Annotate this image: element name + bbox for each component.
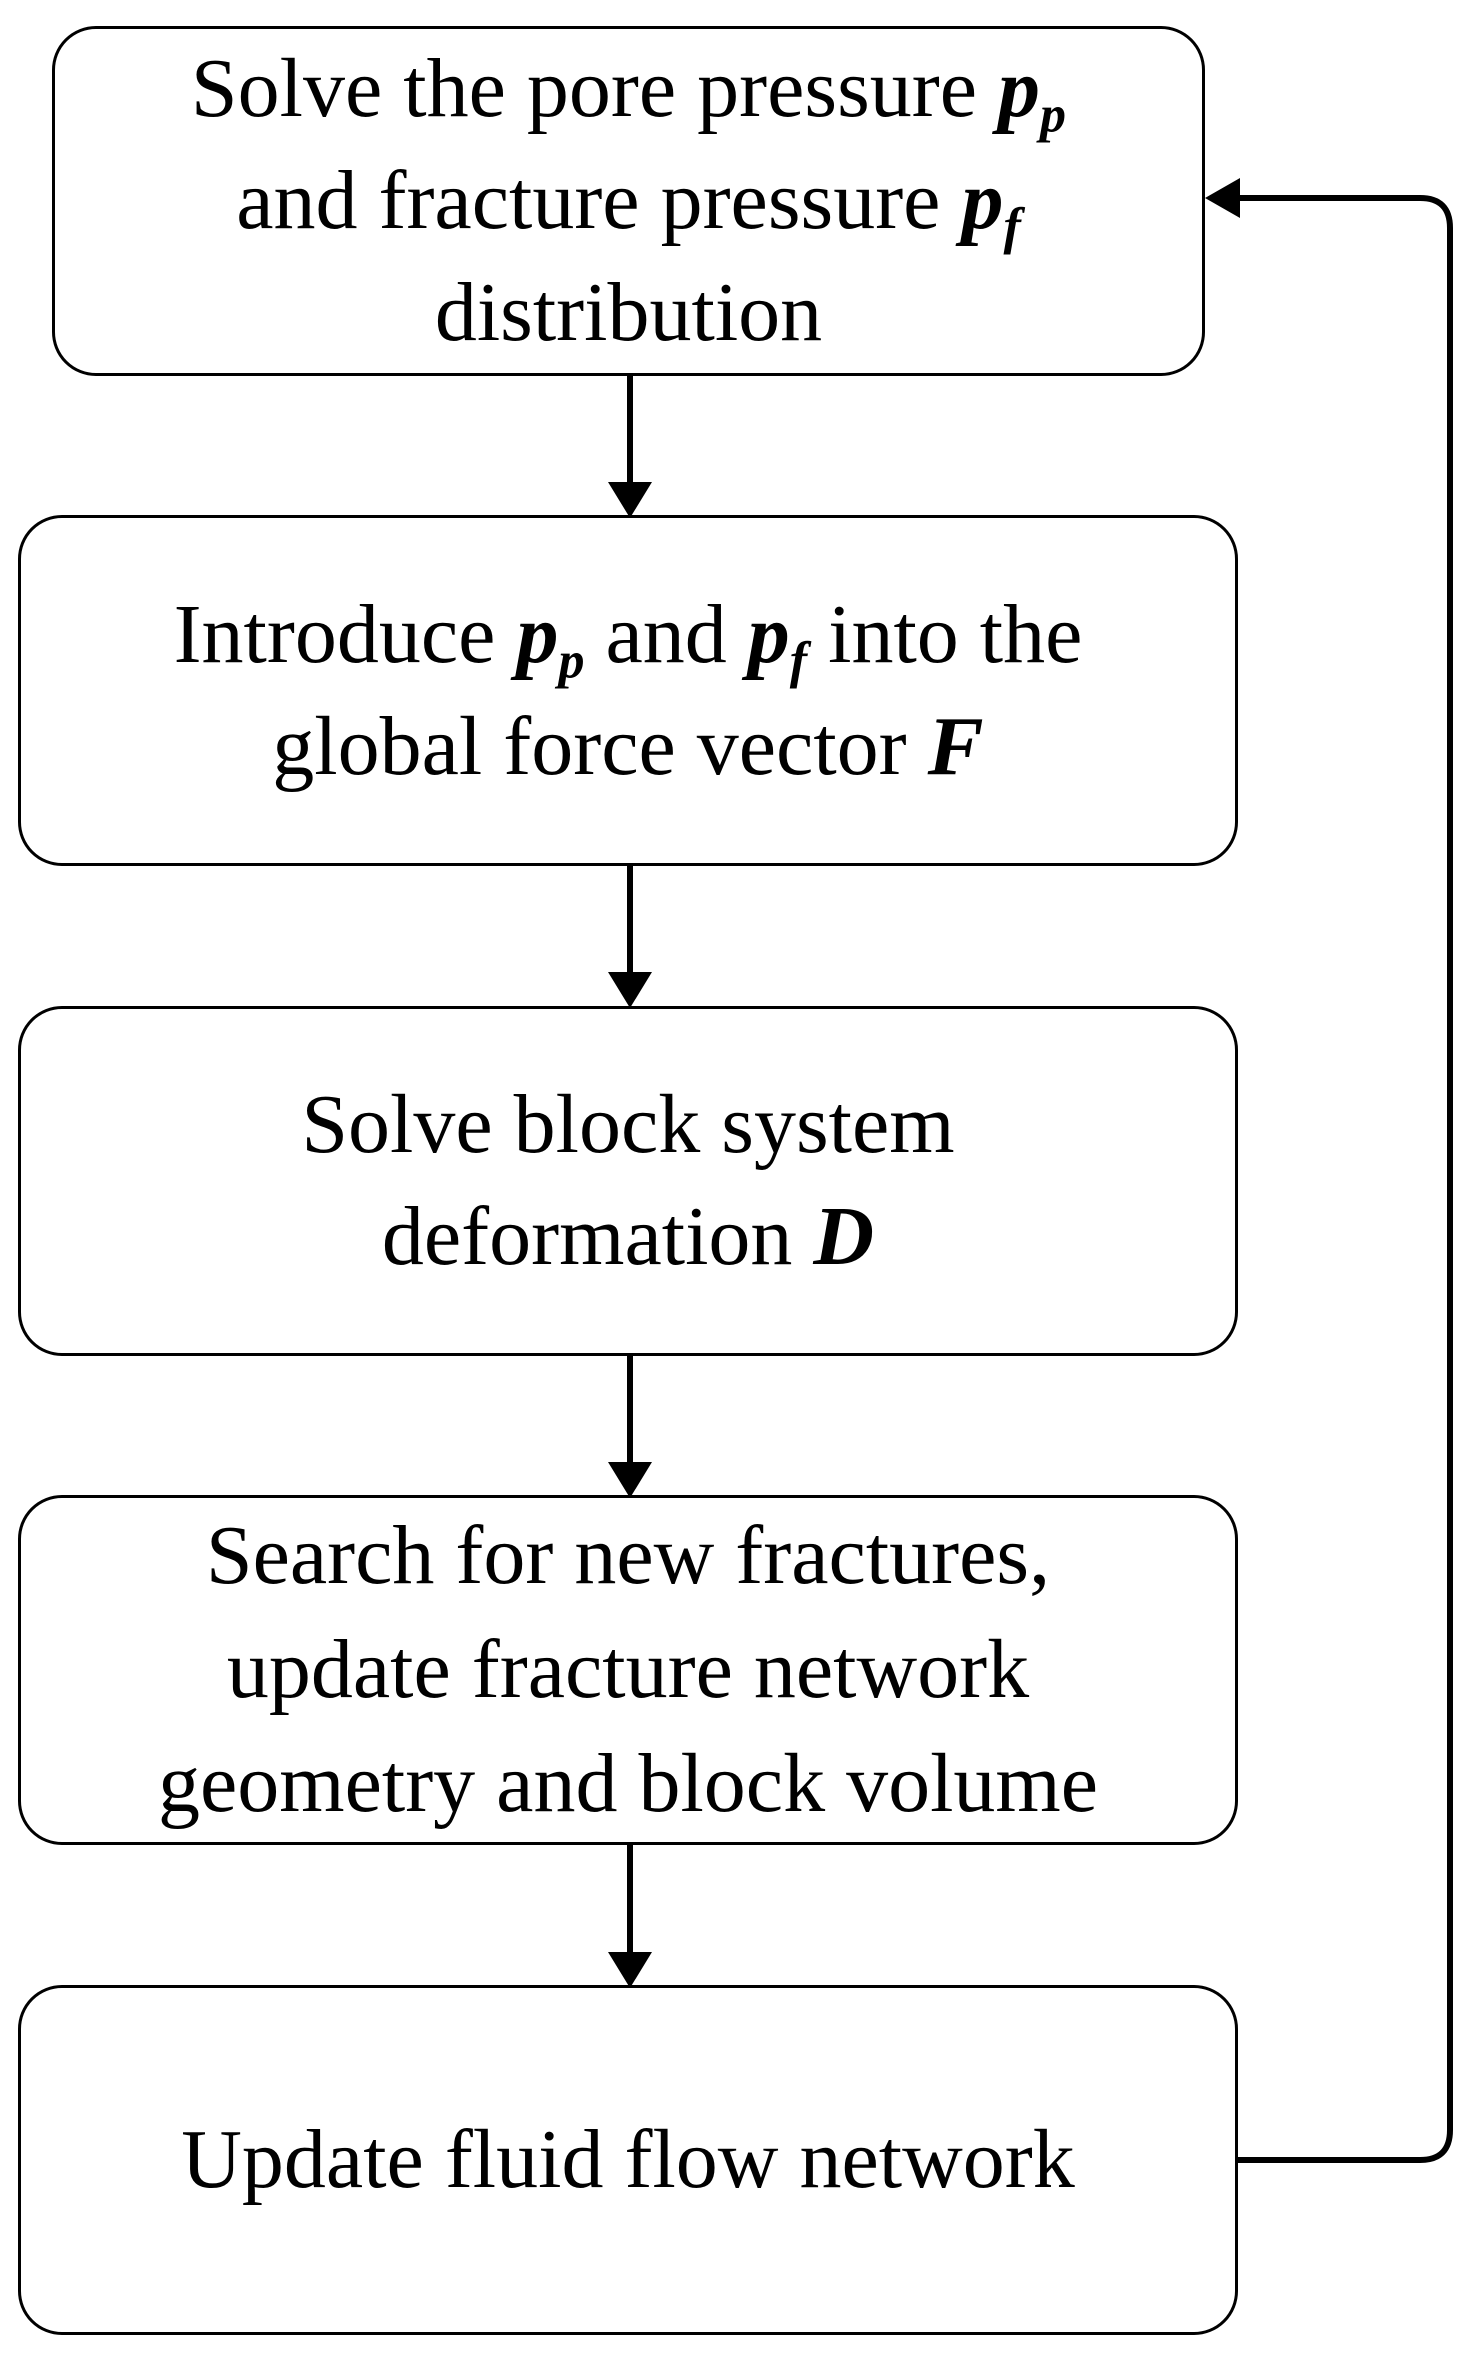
math-subscript: p: [1040, 86, 1067, 144]
step-text-segment: and fracture pressure: [236, 154, 962, 247]
step-text-segment: into the: [807, 587, 1083, 681]
step-line: Search for new fractures,: [158, 1499, 1098, 1613]
math-subscript: f: [1003, 198, 1021, 256]
math-variable-symbol: F: [927, 699, 984, 793]
math-variable: F: [928, 700, 984, 793]
feedback-loop-arrow: [1205, 178, 1453, 2163]
step-text: Solve block system deformation D: [301, 1069, 954, 1293]
step-line: and fracture pressure pf: [191, 145, 1066, 257]
step-search-fractures-box: Search for new fractures, update fracture…: [18, 1495, 1238, 1845]
step-text: Update fluid flow network: [181, 2104, 1074, 2216]
step-line: geometry and block volume: [158, 1727, 1098, 1841]
step-line: update fracture network: [158, 1613, 1098, 1727]
math-subscript: p: [558, 632, 585, 690]
math-variable: pf: [747, 587, 807, 687]
step-line: Introduce pp and pf into the: [174, 579, 1083, 691]
math-subscript: f: [789, 632, 808, 690]
step-text-segment: update fracture network: [226, 1623, 1030, 1716]
step-line: Solve block system: [301, 1069, 954, 1181]
step-text-segment: geometry and block volume: [157, 1737, 1099, 1830]
step-text-segment: Solve the pore pressure: [190, 42, 999, 135]
step-line: deformation D: [301, 1181, 954, 1293]
step-text-segment: Update fluid flow network: [181, 2113, 1075, 2206]
math-variable-symbol: p: [747, 587, 790, 681]
math-variable: D: [813, 1190, 874, 1283]
arrow-step2-to-step3: [608, 865, 652, 1008]
step-text-segment: Introduce: [173, 587, 517, 681]
step-line: distribution: [191, 257, 1066, 369]
arrow-step4-to-step5: [608, 1845, 652, 1988]
math-variable-symbol: p: [998, 42, 1041, 135]
math-variable-symbol: p: [961, 154, 1004, 247]
step-line: Solve the pore pressure pp: [191, 33, 1066, 145]
step-text-segment: Search for new fractures,: [205, 1509, 1051, 1602]
step-text: Search for new fractures, update fracture…: [158, 1499, 1098, 1841]
math-variable: pp: [998, 42, 1066, 141]
step-line: global force vector F: [174, 691, 1083, 803]
step-solve-deformation-box: Solve block system deformation D: [18, 1006, 1238, 1356]
arrow-step1-to-step2: [608, 375, 652, 518]
math-variable: pf: [961, 154, 1020, 253]
step-update-flow-box: Update fluid flow network: [18, 1985, 1238, 2335]
step-text-segment: and: [584, 587, 748, 681]
math-variable: pp: [516, 587, 584, 687]
math-variable-symbol: p: [516, 587, 559, 681]
arrow-step3-to-step4: [608, 1355, 652, 1498]
step-text-segment: deformation: [381, 1190, 814, 1283]
step-text-segment: global force vector: [272, 699, 928, 793]
step-text-segment: Solve block system: [301, 1078, 955, 1171]
step-line: Update fluid flow network: [181, 2104, 1074, 2216]
step-text-segment: distribution: [434, 266, 823, 359]
math-variable-symbol: D: [813, 1190, 875, 1283]
